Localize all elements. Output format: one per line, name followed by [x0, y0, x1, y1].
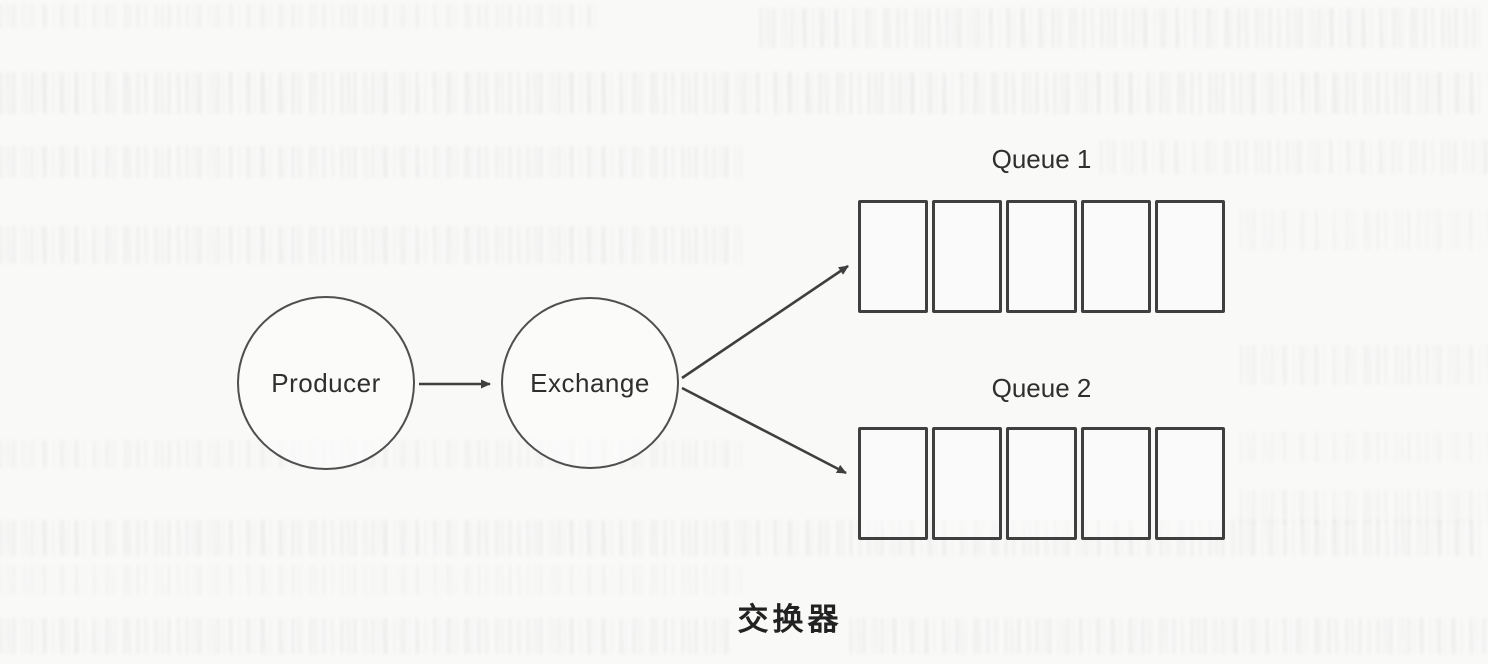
arrow-exchange-to-queue2: [681, 386, 847, 475]
exchange-label: Exchange: [530, 367, 650, 398]
queue2-slots: [858, 427, 1226, 540]
queue-slot: [932, 200, 1003, 313]
queue-slot: [1154, 200, 1226, 313]
exchange-node: Exchange: [501, 297, 679, 469]
figure-caption: 交换器: [737, 602, 843, 637]
queue-slot: [858, 427, 929, 540]
queue-slot: [1006, 200, 1077, 313]
queue-slot: [1080, 200, 1151, 313]
queue-slot: [1154, 427, 1226, 540]
queue1-label: Queue 1: [991, 144, 1092, 174]
producer-label: Producer: [271, 367, 381, 398]
queue-slot: [1006, 427, 1077, 540]
queue1-group: Queue 1: [858, 144, 1226, 315]
arrow-exchange-to-queue1: [681, 264, 849, 380]
queue1-slots: [858, 200, 1226, 313]
queue-slot: [932, 427, 1003, 540]
producer-node: Producer: [237, 296, 415, 470]
queue-slot: [858, 200, 929, 313]
queue-slot: [1080, 427, 1151, 540]
queue2-label: Queue 2: [991, 373, 1092, 403]
queue2-group: Queue 2: [858, 373, 1226, 540]
